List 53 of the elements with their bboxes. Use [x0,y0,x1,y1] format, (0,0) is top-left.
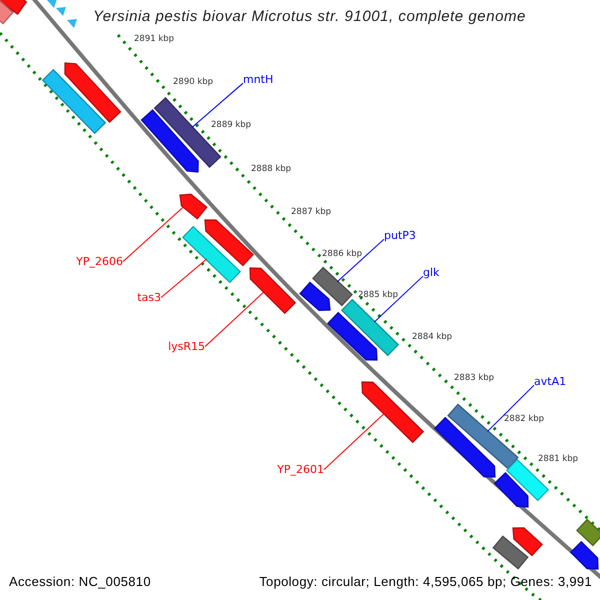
gene-block [361,381,424,444]
scale-label: 2890 kbp [173,77,214,88]
scale-label: 2891 kbp [134,34,174,44]
scale-label: 2888 kbp [251,164,292,174]
leader-line [486,384,534,432]
scale-label: 2885 kbp [358,290,398,300]
leader-line [324,413,385,470]
gene-bar [42,68,106,134]
gene-bar [492,535,529,570]
scale-label: 2882 kbp [504,414,544,424]
gene-block [179,194,208,220]
gene-block [570,540,599,570]
gene-block [140,109,199,173]
gene-block [494,472,529,508]
gene-bar [0,0,14,24]
gene-marker [67,19,77,28]
gene-block [326,312,378,361]
leader-line [122,206,184,262]
leader-line [160,258,208,298]
scale-label: 2887 kbp [291,207,332,218]
gene-block [299,282,331,311]
scale-label: 2889 kbp [211,120,252,130]
leader-line [204,291,265,348]
gene-label: YP_2601 [277,463,324,476]
leader-line [191,82,244,128]
leader-line [374,276,424,322]
gene-block [204,219,254,266]
gene-label: mntH [243,73,274,86]
gene-block [434,416,496,478]
footer-text: Accession: NC_005810 [9,574,151,590]
gene-marker [47,0,57,8]
scale-label: 2883 kbp [454,373,494,384]
gene-bar [576,518,600,546]
gene-bar [312,266,353,306]
gene-block [64,62,122,123]
leader-line [336,238,384,282]
gene-bar [182,226,242,284]
gene-label: glk [423,266,440,280]
gene-block [0,0,28,15]
scale-label: 2881 kbp [538,454,578,464]
scale-label: 2884 kbp [412,332,452,342]
gene-label: YP_2606 [76,255,123,268]
gene-bar [340,298,400,356]
gene-label: putP3 [384,229,416,242]
gene-block [512,527,543,556]
scale-label: 2886 kbp [322,249,362,260]
footer-text: Topology: circular; Length: 4,595,065 bp; Genes: 3,991 [259,574,592,590]
gene-label: avtA1 [534,375,566,388]
gene-marker [56,7,66,16]
gene-block [249,267,296,314]
gene-label: lysR15 [168,340,205,354]
diagram-title: Yersinia pestis biovar Microtus str. 91001, complete genome [93,8,526,26]
gene-label: tas3 [137,291,161,304]
